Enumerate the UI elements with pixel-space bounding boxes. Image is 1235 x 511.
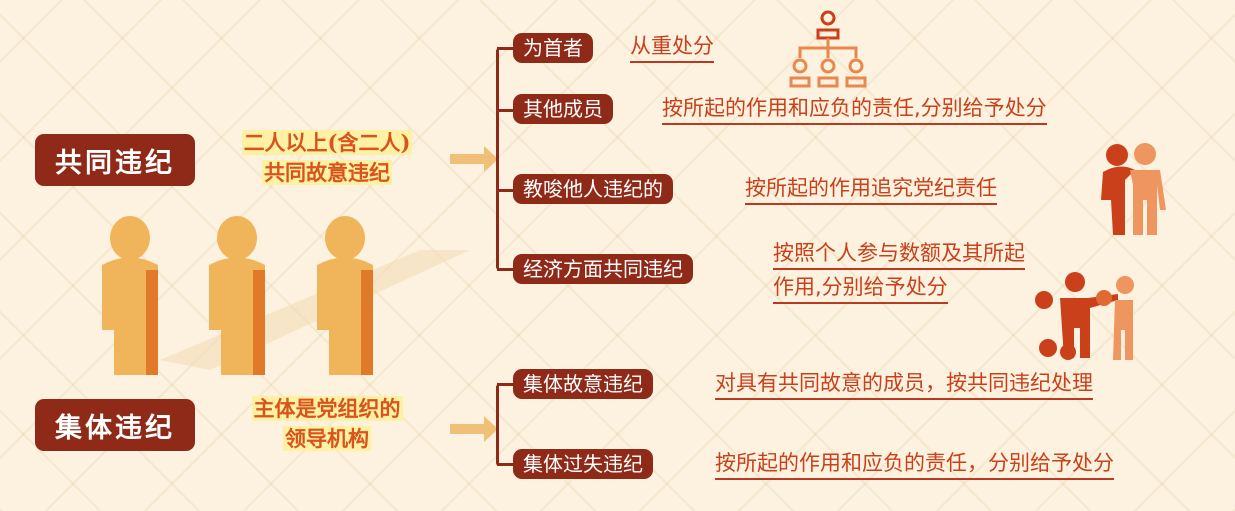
collective-violation-label: 集体违纪 [35,399,195,451]
bracket-line [496,48,499,270]
role-collective-negligent: 集体过失违纪 [513,449,653,479]
arrow-right-icon [450,416,498,442]
bracket-line [496,384,499,466]
role-instigator: 教唆他人违纪的 [513,174,673,204]
condition-line: 主体是党组织的 [251,396,403,421]
rule-economic-line1: 按照个人参与数额及其所起 [773,238,1025,270]
joint-violation-label: 共同违纪 [35,134,195,186]
rule-collective-intentional: 对具有共同故意的成员，按共同违纪处理 [715,368,1093,400]
rule-collective-negligent: 按所起的作用和应负的责任，分别给予处分 [715,448,1114,480]
whispering-people-icon [1101,143,1166,235]
role-economic: 经济方面共同违纪 [513,254,693,284]
role-leader: 为首者 [513,33,593,63]
money-bribe-icon [1035,272,1134,360]
joint-condition: 二人以上(含二人) 共同故意违纪 [212,128,442,188]
person-figure-1 [102,216,158,375]
condition-line: 二人以上(含二人) [241,130,413,155]
rule-instigator: 按所起的作用追究党纪责任 [745,173,997,205]
role-other-members: 其他成员 [513,94,613,124]
person-figure-3 [317,216,373,375]
person-figure-2 [209,216,265,375]
rule-leader: 从重处分 [630,31,714,63]
three-people-figures [102,216,470,375]
org-hierarchy-icon [789,10,867,88]
rule-other-members: 按所起的作用和应负的责任,分别给予处分 [662,93,1047,125]
arrow-right-icon [450,146,498,172]
condition-line: 共同故意违纪 [262,160,392,185]
collective-condition: 主体是党组织的 领导机构 [212,394,442,454]
role-collective-intentional: 集体故意违纪 [513,369,653,399]
rule-economic-line2: 作用,分别给予处分 [773,272,948,304]
condition-line: 领导机构 [283,426,371,451]
